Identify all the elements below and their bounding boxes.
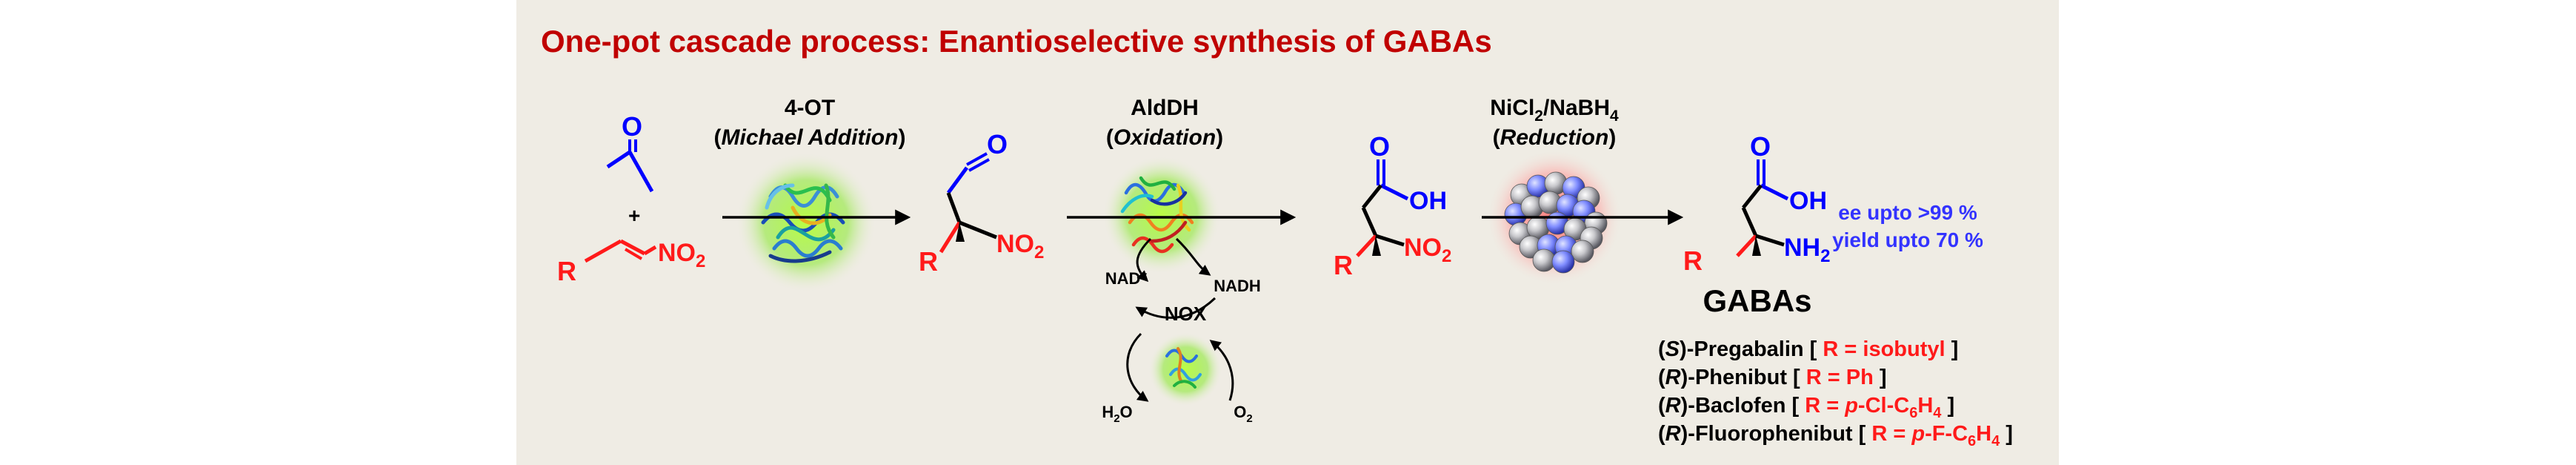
nitroaldehyde-oxygen: O	[987, 129, 1008, 159]
product-fluorophenibut: (R)-Fluorophenibut [ R = p-F-C6H4 ]	[1658, 422, 2013, 449]
nanoparticle-sphere	[1571, 240, 1594, 263]
nitroalkene-r-group: R	[557, 256, 576, 286]
yield-result: yield upto 70 %	[1832, 228, 1983, 251]
nitroacid-structure: O OH R NO2	[1334, 131, 1451, 280]
4ot-enzyme-image	[736, 152, 876, 293]
nitroalkene-structure: R NO2	[557, 239, 705, 286]
oxygen-label: O2	[1234, 403, 1252, 425]
nitroaldehyde-no2: NO2	[996, 230, 1044, 263]
nitroacid-oh: OH	[1409, 187, 1447, 215]
product-phenibut: (R)-Phenibut [ R = Ph ]	[1658, 366, 1887, 389]
gaba-nh2: NH2	[1784, 234, 1830, 266]
cofactor-recycling-cycle: NAD+ NADH NOX H2O O2	[1102, 237, 1261, 425]
scheme-title: One-pot cascade process: Enantioselectiv…	[541, 24, 1492, 59]
nitroacid-no2: NO2	[1404, 234, 1451, 266]
nanoparticle-sphere	[1551, 250, 1575, 274]
nitroalkene-no2: NO2	[658, 239, 705, 271]
ee-result: ee upto >99 %	[1838, 201, 1977, 224]
nanoparticle-sphere	[1532, 248, 1556, 272]
product-pregabalin: (S)-Pregabalin [ R = isobutyl ]	[1658, 337, 1958, 361]
step3-reaction-label: (Reduction)	[1493, 125, 1617, 150]
step1-enzyme-label: 4-OT	[785, 96, 835, 120]
nitroaldehyde-r-group: R	[919, 246, 938, 277]
nitroacid-oxygen: O	[1369, 131, 1390, 162]
step2-reaction-label: (Oxidation)	[1106, 125, 1223, 150]
step3-reagent-label: NiCl2/NaBH4	[1490, 96, 1619, 125]
step2-enzyme-label: AldDH	[1131, 96, 1199, 120]
aldh-enzyme-image	[1102, 156, 1221, 274]
plus-sign: +	[628, 204, 640, 227]
nitroaldehyde-structure: O R NO2	[919, 129, 1044, 277]
acetaldehyde-oxygen: O	[622, 111, 642, 142]
step1-reaction-label: (Michael Addition)	[714, 125, 906, 150]
gaba-r-group: R	[1683, 245, 1703, 276]
water-label: H2O	[1102, 403, 1132, 425]
gabas-label: GABAs	[1703, 283, 1811, 318]
gaba-oxygen: O	[1750, 131, 1771, 162]
product-list: (S)-Pregabalin [ R = isobutyl ] (R)-Phen…	[1658, 337, 2013, 449]
nox-enzyme-label: NOX	[1165, 303, 1207, 325]
product-baclofen: (R)-Baclofen [ R = p-Cl-C6H4 ]	[1658, 394, 1954, 421]
gaba-oh: OH	[1789, 187, 1827, 215]
nad-plus-label: NAD+	[1105, 268, 1148, 288]
nickel-nanoparticle-image	[1486, 149, 1623, 286]
nadh-label: NADH	[1214, 277, 1261, 295]
acetaldehyde-structure: O	[606, 111, 654, 193]
nitroacid-r-group: R	[1334, 250, 1353, 280]
gaba-product-structure: O OH R NH2	[1683, 131, 1830, 276]
nox-enzyme-image	[1165, 347, 1202, 389]
